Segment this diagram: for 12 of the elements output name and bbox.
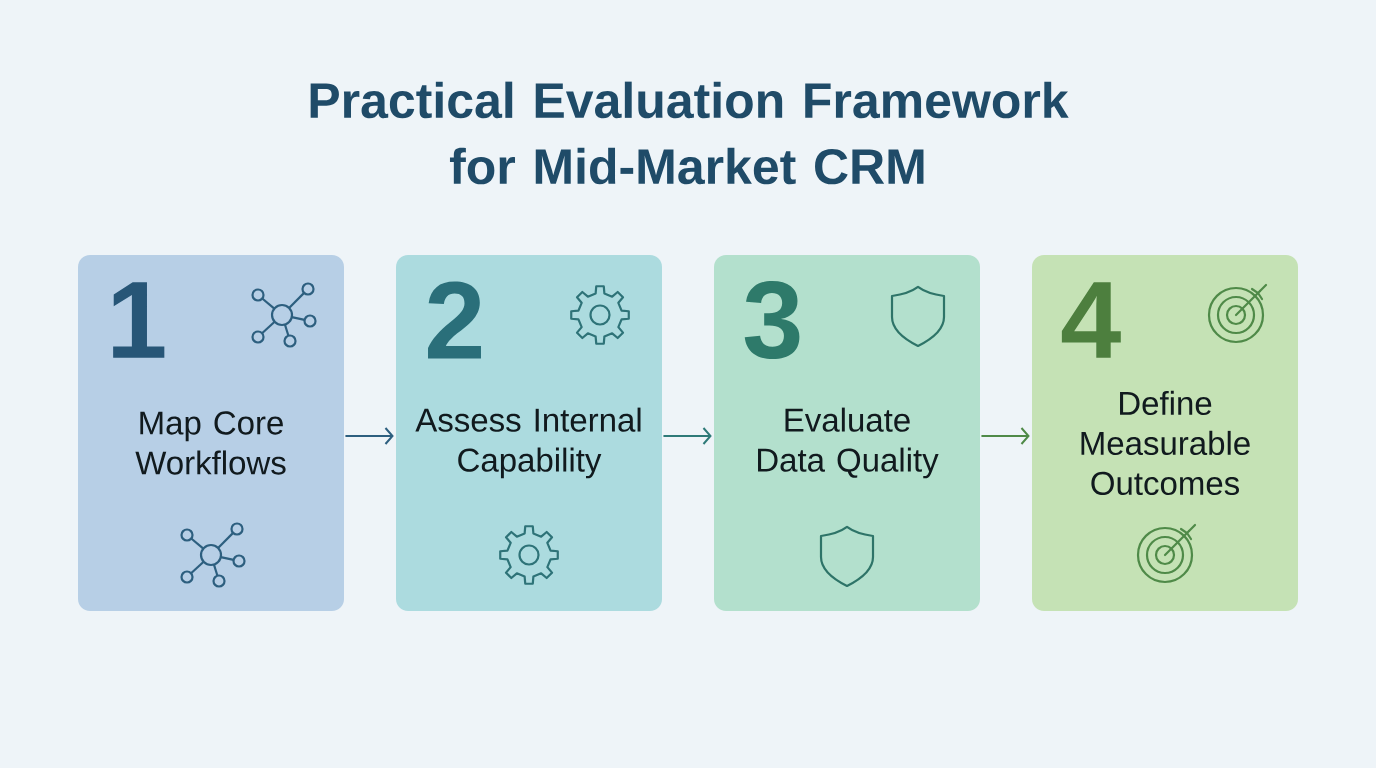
step-title: Evaluate Data Quality — [758, 407, 939, 479]
step-title: Define Measurable Outcomes — [1081, 390, 1250, 496]
arrow — [345, 427, 394, 445]
step-number: 3 — [744, 280, 800, 359]
step-title: Map Core Workflows — [135, 411, 286, 475]
step-number: 2 — [428, 281, 481, 359]
step-number: 4 — [1061, 282, 1121, 358]
title: Practical Evaluation Framework for Mid-Market CRM — [310, 81, 1069, 185]
step-number: 1 — [113, 282, 165, 358]
arrow — [663, 427, 712, 445]
arrow — [981, 427, 1030, 445]
step-title: Assess Internal Capability — [415, 407, 641, 479]
